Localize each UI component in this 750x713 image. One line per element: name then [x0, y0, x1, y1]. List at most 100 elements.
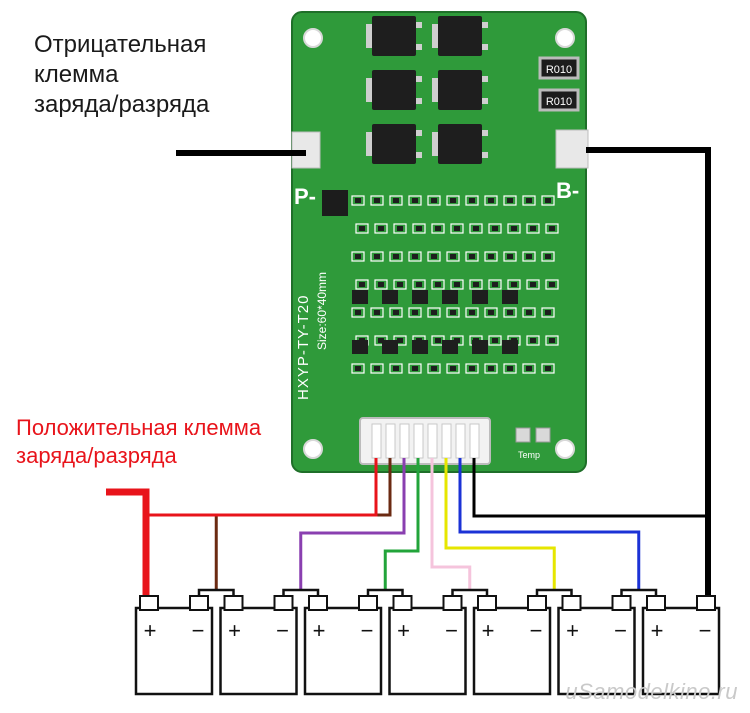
smd-outline: [408, 251, 422, 262]
smd-outline: [408, 363, 422, 374]
mosfet-pin: [416, 22, 422, 28]
smd-outline: [431, 223, 445, 234]
mosfet-tab: [432, 24, 440, 48]
cell-plus-tab: [392, 595, 413, 611]
smd-outline: [389, 363, 403, 374]
label-line: Отрицательная: [34, 31, 207, 58]
smd-part: [469, 198, 475, 203]
mount-hole: [303, 28, 323, 48]
cell-minus-tab: [611, 595, 632, 611]
smd-outline: [541, 195, 555, 206]
smd-part: [431, 198, 437, 203]
smd-part: [359, 226, 365, 231]
smd-part: [435, 226, 441, 231]
balance-wire: [458, 458, 641, 590]
balance-ic: [472, 290, 488, 304]
smd-outline: [446, 307, 460, 318]
smd-part: [545, 366, 551, 371]
smd-part: [374, 198, 380, 203]
smd-part: [473, 226, 479, 231]
smd-part: [397, 226, 403, 231]
cell-body: [557, 606, 636, 696]
smd-part: [549, 338, 555, 343]
smd-outline: [469, 279, 483, 290]
cell-plus-tab: [139, 595, 159, 611]
smd-outline: [465, 307, 479, 318]
mount-hole: [555, 439, 575, 459]
smd-part: [488, 366, 494, 371]
temp-pad: [535, 427, 551, 443]
battery-cell: +−: [134, 595, 214, 696]
temp-pad: [515, 427, 531, 443]
smd-outline: [389, 251, 403, 262]
smd-outline: [389, 307, 403, 318]
b-minus-label: B-: [556, 178, 579, 203]
smd-outline: [541, 363, 555, 374]
smd-part: [397, 282, 403, 287]
mosfet: [372, 124, 416, 164]
cell-plus-tab: [223, 595, 244, 611]
smd-part: [526, 366, 532, 371]
smd-part: [530, 282, 536, 287]
smd-part: [374, 310, 380, 315]
connector-pin: [413, 423, 424, 459]
balance-wire: [146, 458, 378, 517]
smd-outline: [522, 251, 536, 262]
battery-cell: +−: [388, 595, 467, 696]
cell-minus-sign: −: [614, 618, 627, 643]
positive-terminal-label: Положительная клемма заряда/разряда: [16, 414, 306, 470]
smd-outline: [469, 223, 483, 234]
connector-pin: [441, 423, 452, 459]
mosfet-pin: [482, 22, 488, 28]
smd-outline: [545, 223, 559, 234]
battery-cell: +−: [219, 595, 298, 696]
balance-ic: [352, 340, 368, 354]
cell-body: [472, 606, 552, 696]
watermark: uSamodelkino.ru: [565, 679, 738, 704]
smd-part: [507, 366, 513, 371]
smd-part: [488, 198, 494, 203]
smd-part: [393, 198, 399, 203]
balance-wire: [444, 458, 556, 590]
smd-part: [530, 338, 536, 343]
mosfet-tab: [366, 78, 374, 102]
smd-part: [507, 310, 513, 315]
smd-part: [431, 254, 437, 259]
smd-outline: [526, 279, 540, 290]
cell-minus-tab: [696, 595, 716, 611]
smd-part: [511, 226, 517, 231]
smd-part: [507, 198, 513, 203]
smd-part: [526, 254, 532, 259]
smd-part: [492, 226, 498, 231]
smd-part: [374, 366, 380, 371]
smd-outline: [351, 195, 365, 206]
mosfet-pin: [482, 76, 488, 82]
cell-plus-sign: +: [651, 618, 664, 643]
label-line: Положительная клемма: [16, 415, 262, 440]
mosfet: [438, 124, 482, 164]
smd-outline: [412, 223, 426, 234]
smd-outline: [351, 363, 365, 374]
smd-part: [412, 254, 418, 259]
smd-outline: [507, 279, 521, 290]
smd-outline: [370, 307, 384, 318]
smd-outline: [465, 363, 479, 374]
smd-outline: [393, 279, 407, 290]
b-minus-pad: [555, 129, 589, 169]
smd-outline: [427, 363, 441, 374]
mosfet: [372, 16, 416, 56]
balance-wire: [299, 458, 406, 590]
smd-part: [355, 254, 361, 259]
series-link: [451, 588, 489, 596]
smd-outline: [545, 335, 559, 346]
series-link: [535, 588, 573, 596]
smd-part: [393, 310, 399, 315]
balance-wire: [383, 458, 420, 590]
smd-part: [545, 198, 551, 203]
smd-part: [355, 366, 361, 371]
connector-pin: [469, 423, 480, 459]
smd-part: [393, 366, 399, 371]
smd-outline: [355, 223, 369, 234]
smd-outline: [484, 195, 498, 206]
cell-minus-tab: [527, 595, 547, 611]
